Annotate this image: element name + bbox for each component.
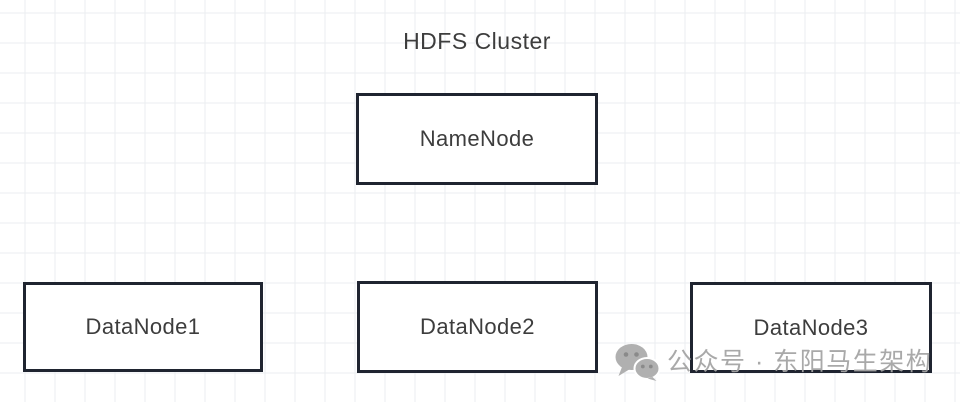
- diagram-title: HDFS Cluster: [403, 28, 551, 54]
- node-namenode-label: NameNode: [419, 126, 535, 151]
- node-datanode3-label: DataNode3: [753, 314, 869, 340]
- node-datanode2-label: DataNode2: [420, 314, 535, 339]
- wechat-icon: [614, 343, 660, 381]
- node-datanode1-label: DataNode1: [85, 314, 201, 339]
- node-datanode3[interactable]: DataNode3: [690, 282, 932, 373]
- node-namenode[interactable]: NameNode: [356, 93, 598, 185]
- node-datanode2[interactable]: DataNode2: [357, 281, 598, 373]
- node-datanode1[interactable]: DataNode1: [23, 282, 263, 372]
